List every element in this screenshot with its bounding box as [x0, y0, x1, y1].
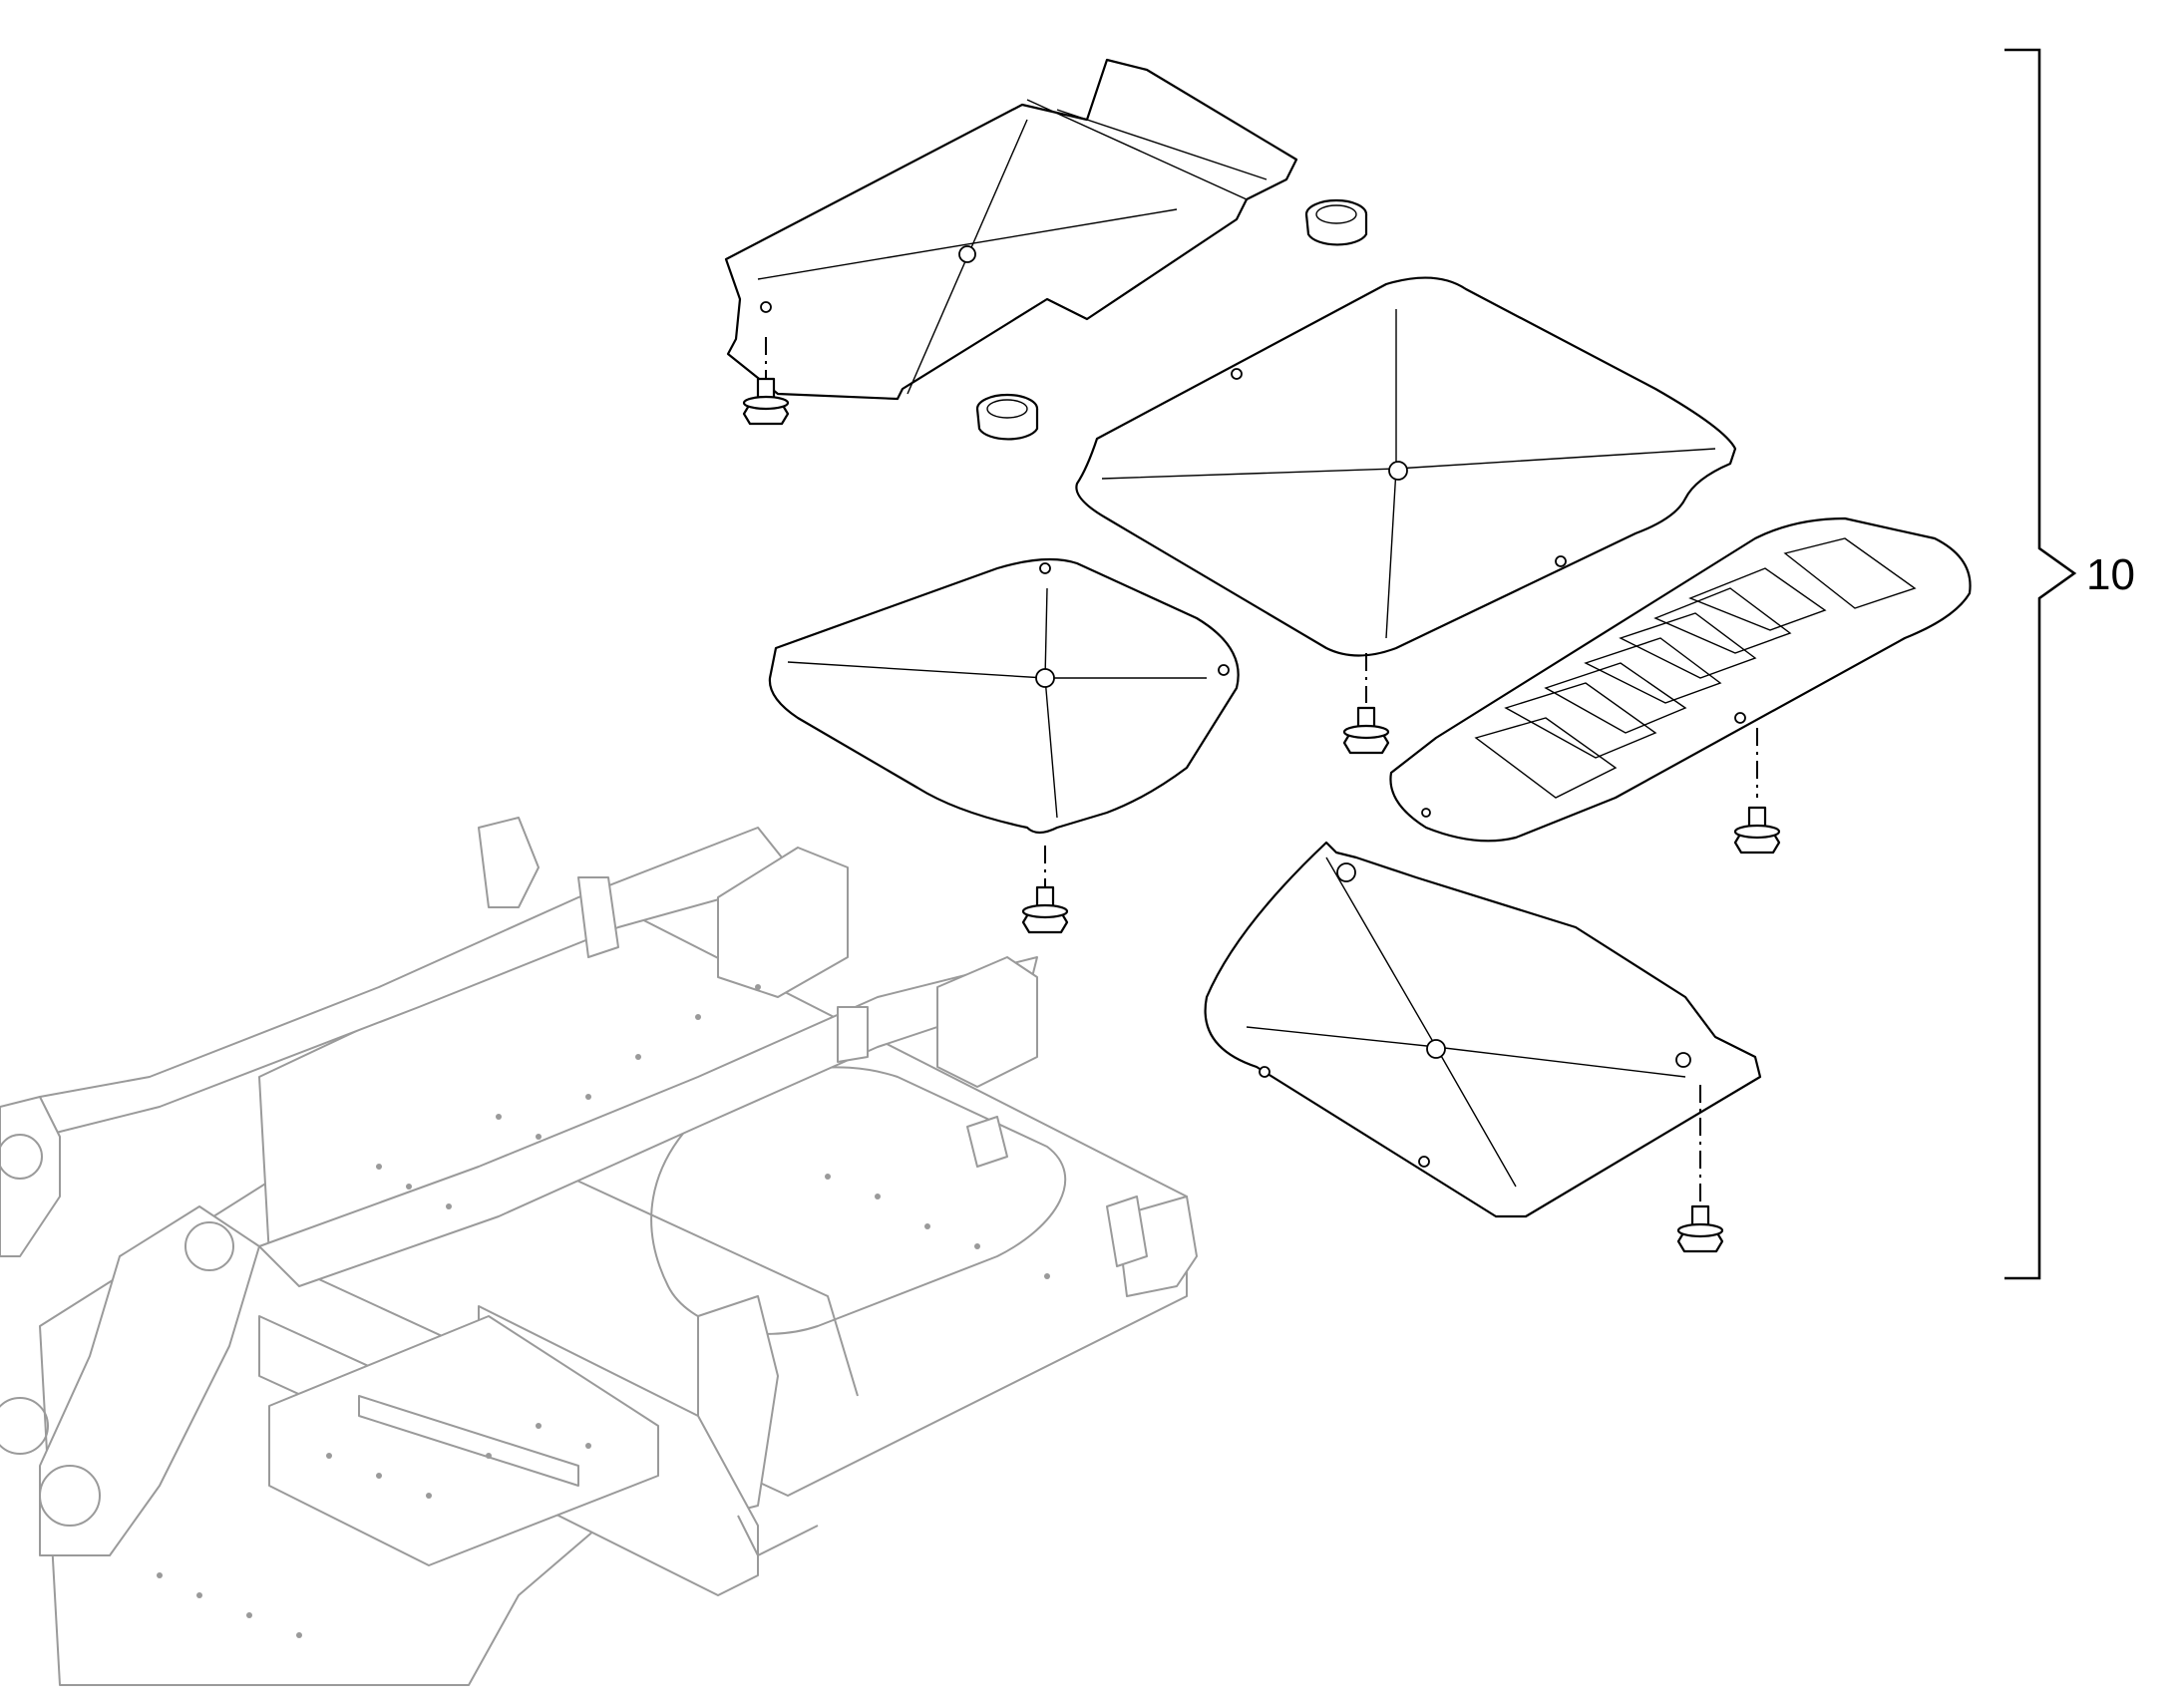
center-cover-plate	[1075, 276, 1737, 657]
flange-bolt	[742, 377, 790, 426]
callout-label: 10	[2086, 550, 2135, 599]
flange-bolt	[1733, 806, 1781, 854]
flange-bolt	[1342, 706, 1390, 755]
flange-bolt	[1021, 885, 1069, 934]
flange-bolt	[1676, 1204, 1724, 1253]
bolt-leaders	[765, 337, 1758, 1201]
grommet	[975, 393, 1039, 441]
left-cover-plate	[768, 557, 1240, 835]
louver-slats	[1474, 537, 1917, 799]
frame-holes	[157, 984, 1050, 1638]
callout-bracket	[2004, 48, 2077, 1280]
front-cover-plate	[1204, 841, 1762, 1218]
grommet	[1304, 198, 1368, 246]
louvered-grille-plate	[1389, 516, 1972, 843]
rear-cover-plate	[724, 58, 1298, 401]
frame-chassis	[0, 817, 1198, 1686]
